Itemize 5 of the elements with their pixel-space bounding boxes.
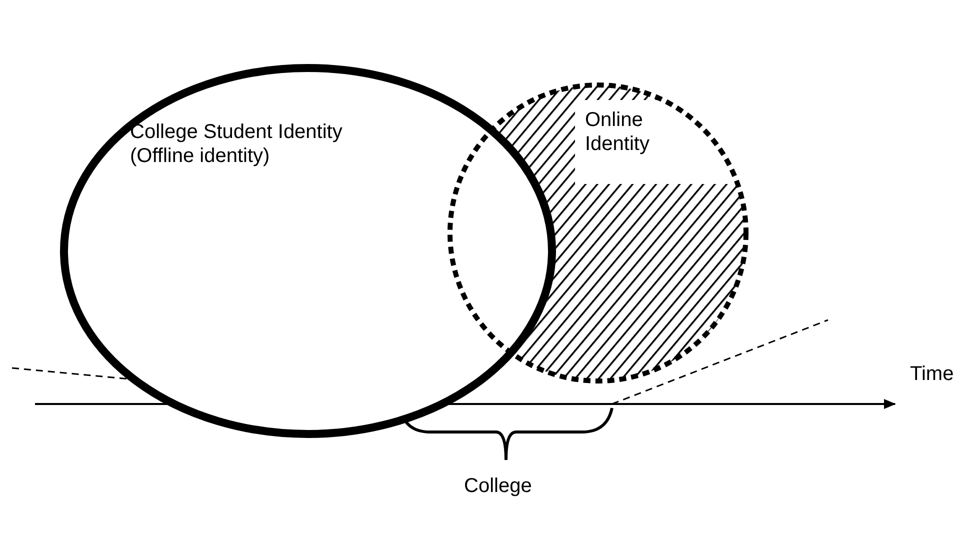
bracket-label: College <box>464 474 532 498</box>
online-identity-circle <box>447 82 749 384</box>
axis-label: Time <box>910 362 954 386</box>
node-text: College Student Identity (Offline identity) <box>130 120 344 168</box>
node-text: Online Identity <box>585 108 650 156</box>
